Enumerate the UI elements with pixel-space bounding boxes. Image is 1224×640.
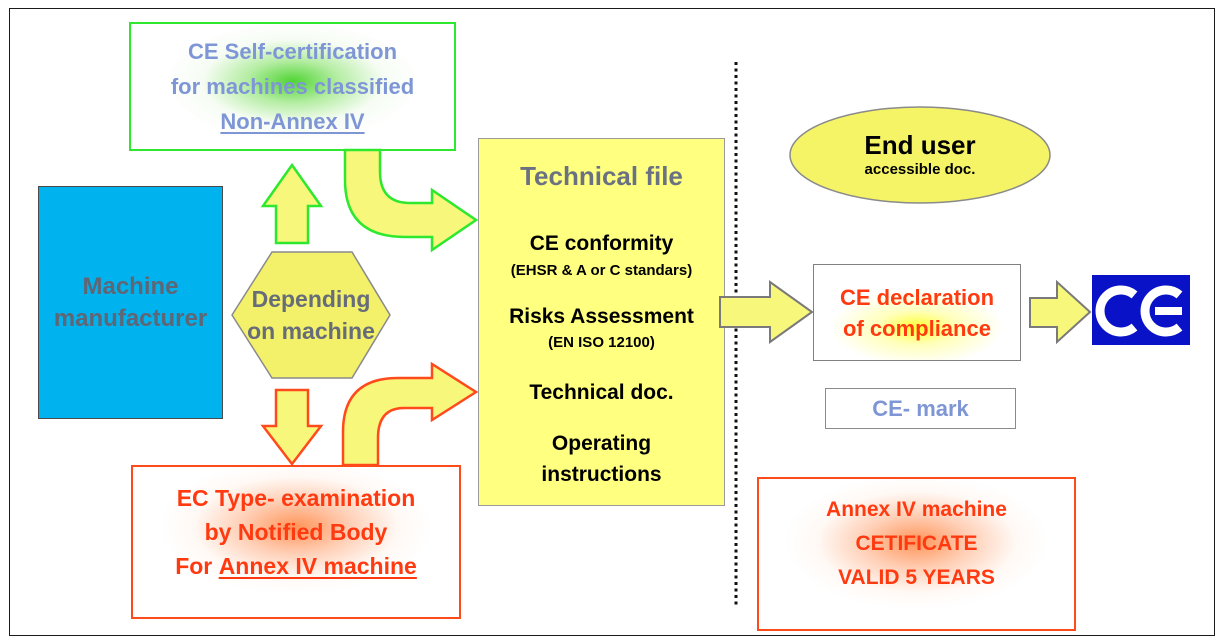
technical-file-note-iso: (EN ISO 12100)	[548, 334, 655, 351]
self-certification-line3: Non-Annex IV	[220, 109, 365, 134]
type-examination-line1: EC Type- examination	[176, 485, 416, 511]
decision-hexagon-label: Depending on machine	[232, 252, 390, 378]
technical-file-box: Technical file CE conformity (EHSR & A o…	[478, 138, 725, 506]
end-user-subtitle: accessible doc.	[864, 161, 976, 178]
technical-file-item-operating-line2: instructions	[541, 463, 662, 486]
technical-file-title: Technical file	[520, 161, 683, 191]
end-user-title: End user	[864, 130, 976, 160]
decision-line1: Depending	[251, 286, 371, 312]
declaration-line2: of compliance	[843, 315, 991, 341]
self-certification-box: CE Self-certification for machines class…	[129, 22, 456, 151]
manufacturer-line1: Machine	[82, 272, 179, 300]
annex-certificate-box: Annex IV machine CETIFICATE VALID 5 YEAR…	[757, 477, 1076, 631]
technical-file-item-technical-doc: Technical doc.	[529, 381, 674, 404]
manufacturer-line2: manufacturer	[53, 304, 208, 332]
annex-line3: VALID 5 YEARS	[838, 566, 995, 589]
ce-mark-label: CE- mark	[872, 395, 969, 421]
type-examination-box: EC Type- examination by Notified Body Fo…	[131, 465, 461, 619]
type-examination-line3-prefix: For	[175, 553, 213, 579]
self-certification-line2: for machines classified	[170, 74, 415, 99]
technical-file-item-risks-assessment: Risks Assessment	[509, 305, 694, 328]
technical-file-note-standards: (EHSR & A or C standars)	[510, 262, 693, 279]
decision-line2: on machine	[247, 318, 375, 344]
machine-manufacturer-box: Machine manufacturer	[38, 186, 223, 419]
declaration-line1: CE declaration	[839, 284, 995, 310]
end-user-label: End user accessible doc.	[790, 107, 1050, 203]
annex-line1: Annex IV machine	[826, 498, 1007, 521]
self-certification-line1: CE Self-certification	[187, 39, 398, 64]
annex-line2: CETIFICATE	[855, 532, 978, 555]
type-examination-line3-underlined: Annex IV machine	[218, 553, 417, 579]
ce-declaration-box: CE declaration of compliance	[813, 264, 1021, 361]
ce-mark-label-box: CE- mark	[825, 388, 1016, 429]
technical-file-item-operating-line1: Operating	[551, 432, 652, 455]
type-examination-line2: by Notified Body	[204, 519, 388, 545]
technical-file-item-ce-conformity: CE conformity	[529, 232, 674, 255]
diagram-frame	[9, 8, 1215, 636]
